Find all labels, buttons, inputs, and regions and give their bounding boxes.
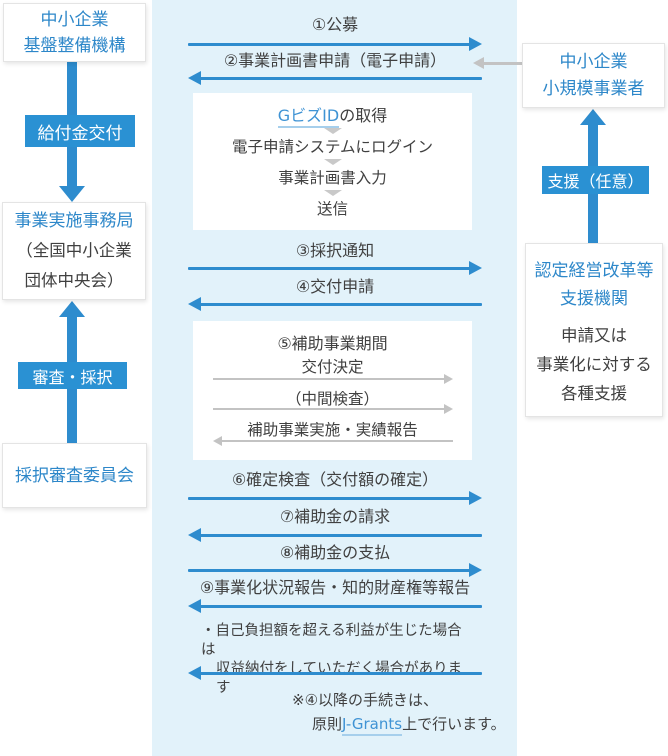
step2-arrow-left	[188, 70, 482, 86]
period-title: ⑤補助事業期間	[277, 334, 388, 353]
office-box: 事業実施事務局 （全国中小企業 団体中央会）	[2, 202, 146, 300]
gbiz-step-input: 事業計画書入力	[278, 169, 387, 187]
jgrants-footnote: ※④以降の手続きは、 原則J-Grants上で行います。	[292, 688, 506, 736]
step6-arrow-right	[188, 490, 482, 506]
period-row1-label: 交付決定	[301, 358, 364, 376]
sme-title: 中小企業 小規模事業者	[542, 51, 645, 99]
e-application-card: GビズIDの取得 電子申請システムにログイン 事業計画書入力 送信	[193, 93, 472, 230]
office-subtitle: （全国中小企業 団体中央会）	[16, 241, 132, 290]
smrj-org-title: 中小企業 基盤整備機構	[23, 9, 126, 56]
footnote-suffix: 上で行います。	[402, 715, 506, 733]
office-title: 事業実施事務局	[14, 211, 134, 231]
committee-box: 採択審査委員会	[2, 443, 147, 508]
committee-title: 採択審査委員会	[15, 465, 134, 486]
gbiz-title: GビズIDの取得	[277, 102, 388, 128]
step1-label: ①公募	[311, 15, 359, 34]
sme-to-application-connector	[473, 57, 525, 70]
step4-arrow-left	[188, 296, 482, 312]
note-line1-text: 自己負担額を超える利益が生じた場合は	[201, 623, 462, 658]
agency-box: 認定経営改革等 支援機関 申請又は 事業化に対する 各種支援	[525, 243, 663, 417]
review-label: 審査・採択	[18, 362, 127, 389]
step9-label: ⑨事業化状況報告・知的財産権等報告	[199, 578, 471, 597]
note-arrow-left	[188, 665, 482, 681]
step7-arrow-left	[188, 527, 482, 543]
step6-label: ⑥確定検査（交付額の確定）	[231, 470, 439, 489]
gbiz-id-link[interactable]: GビズID	[277, 106, 340, 128]
profit-note-line1: ・自己負担額を超える利益が生じた場合は	[201, 622, 471, 660]
step9-arrow-left	[188, 598, 482, 614]
period-row1-arrow-right	[213, 374, 453, 384]
chevron-down-icon	[323, 127, 342, 134]
period-row3-arrow-left	[213, 436, 453, 446]
subsidy-period-card: ⑤補助事業期間 交付決定 （中間検査） 補助事業実施・実績報告	[193, 321, 472, 460]
jgrants-link[interactable]: J-Grants	[342, 715, 403, 736]
sme-box: 中小企業 小規模事業者	[522, 43, 665, 108]
note-bullet: ・	[201, 623, 216, 639]
step1-arrow-right	[188, 36, 482, 52]
footnote-prefix: 原則	[312, 715, 343, 733]
chevron-down-icon	[323, 189, 342, 196]
step7-label: ⑦補助金の請求	[279, 507, 391, 526]
period-row3-label: 補助事業実施・実績報告	[247, 421, 418, 439]
chevron-down-icon	[323, 158, 342, 165]
step8-label: ⑧補助金の支払	[279, 543, 391, 562]
grant-label: 給付金交付	[25, 115, 135, 147]
smrj-org-box: 中小企業 基盤整備機構	[3, 3, 146, 62]
period-row2-arrow-right	[213, 404, 453, 414]
agency-subtitle: 申請又は 事業化に対する 各種支援	[536, 326, 652, 403]
gbiz-step-login: 電子申請システムにログイン	[231, 138, 434, 156]
agency-title: 認定経営改革等 支援機関	[534, 261, 654, 309]
step4-label: ④交付申請	[295, 277, 375, 296]
footnote-line2: 原則J-Grants上で行います。	[292, 712, 506, 736]
step3-label: ③採択通知	[295, 241, 375, 260]
gbiz-step-send: 送信	[316, 200, 348, 218]
step8-arrow-right	[188, 562, 482, 578]
gbiz-suffix: の取得	[339, 106, 388, 125]
profit-note: ・自己負担額を超える利益が生じた場合は 収益納付をしていただく場合があります	[201, 622, 471, 698]
step3-arrow-right	[188, 260, 482, 276]
period-row2-label: （中間検査）	[285, 390, 379, 408]
flow-panel: ①公募 ②事業計画書申請（電子申請） GビズIDの取得 電子申請システムにログイ…	[152, 0, 517, 756]
footnote-line1: ※④以降の手続きは、	[292, 691, 439, 709]
support-label: 支援（任意）	[542, 166, 649, 194]
step2-label: ②事業計画書申請（電子申請）	[223, 51, 447, 70]
